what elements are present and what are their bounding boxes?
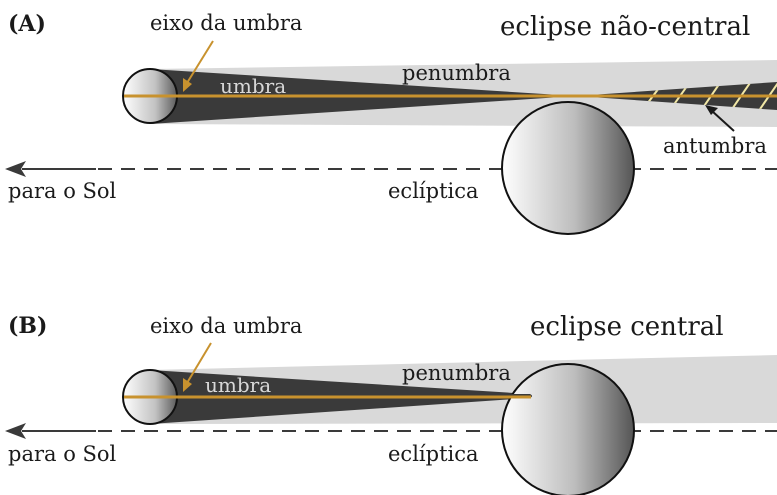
umbra-label-b: umbra <box>205 373 271 397</box>
panel-title-a: eclipse não-central <box>500 12 750 42</box>
sun-direction-label-a: para o Sol <box>8 179 117 203</box>
earth-b <box>502 364 634 495</box>
panel-tag-a: (A) <box>8 11 46 37</box>
umbra-label-a: umbra <box>220 74 286 98</box>
earth-a <box>502 102 634 234</box>
panel-b: (B) eclipse central eixo da umbra umbra … <box>5 312 777 495</box>
antumbra-label-a: antumbra <box>663 134 767 158</box>
sun-direction-label-b: para o Sol <box>8 442 117 466</box>
umbra-axis-label-a: eixo da umbra <box>150 11 302 35</box>
panel-title-b: eclipse central <box>530 312 724 342</box>
umbra-axis-label-b: eixo da umbra <box>150 314 302 338</box>
ecliptic-label-b: eclíptica <box>388 442 479 466</box>
ecliptic-label-a: eclíptica <box>388 179 479 203</box>
panel-tag-b: (B) <box>8 313 47 339</box>
panel-a: (A) eclipse não-central eixo da umbra um… <box>5 11 777 234</box>
penumbra-label-a: penumbra <box>402 61 511 85</box>
penumbra-label-b: penumbra <box>402 361 511 385</box>
